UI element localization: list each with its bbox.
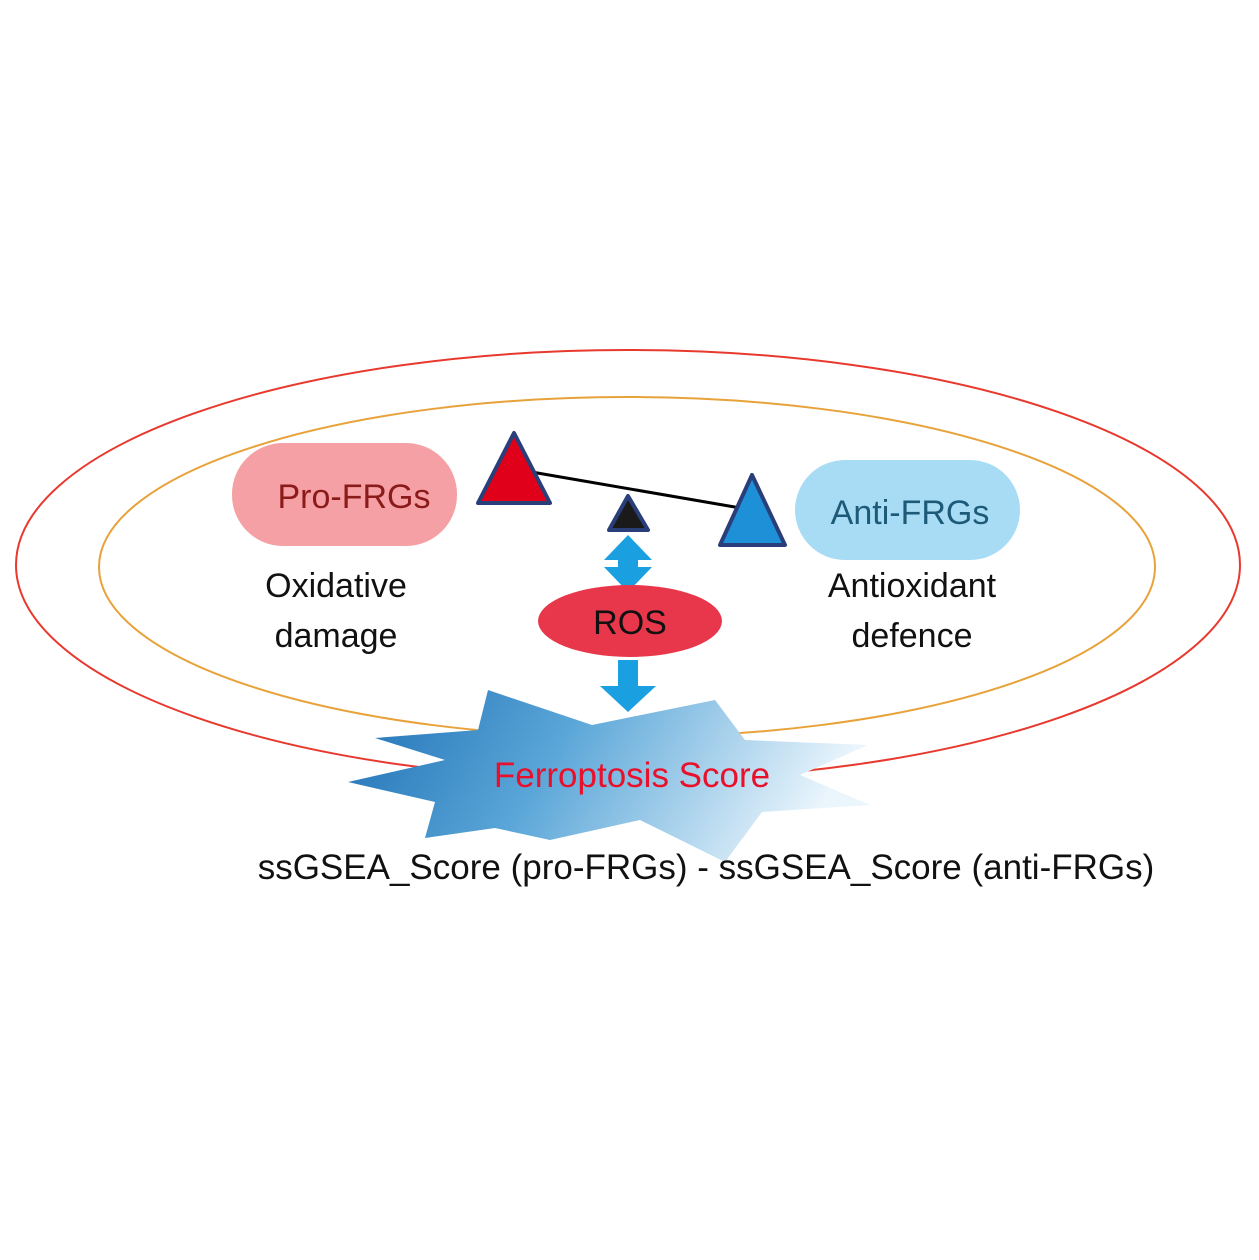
ros-label: ROS bbox=[593, 604, 667, 642]
double-arrow-icon bbox=[604, 535, 652, 592]
antioxidant-line2: defence bbox=[852, 617, 973, 655]
pro-frgs-label: Pro-FRGs bbox=[278, 478, 431, 516]
fulcrum-triangle-icon bbox=[607, 494, 650, 532]
seesaw-balance-icon bbox=[519, 468, 753, 512]
oxidative-line1: Oxidative bbox=[265, 567, 407, 605]
red-triangle-icon bbox=[476, 431, 552, 505]
anti-frgs-label: Anti-FRGs bbox=[831, 494, 990, 532]
anti-frgs-pill bbox=[795, 460, 1020, 560]
blue-triangle-icon bbox=[718, 473, 787, 547]
down-arrow-icon bbox=[600, 660, 656, 712]
formula-text: ssGSEA_Score (pro-FRGs) - ssGSEA_Score (… bbox=[258, 848, 1155, 887]
ros-ellipse bbox=[538, 585, 722, 657]
pro-frgs-pill bbox=[232, 443, 457, 546]
oxidative-line2: damage bbox=[275, 617, 398, 655]
ferroptosis-score-label: Ferroptosis Score bbox=[494, 756, 770, 795]
starburst-shape bbox=[348, 690, 870, 862]
antioxidant-line1: Antioxidant bbox=[828, 567, 997, 605]
